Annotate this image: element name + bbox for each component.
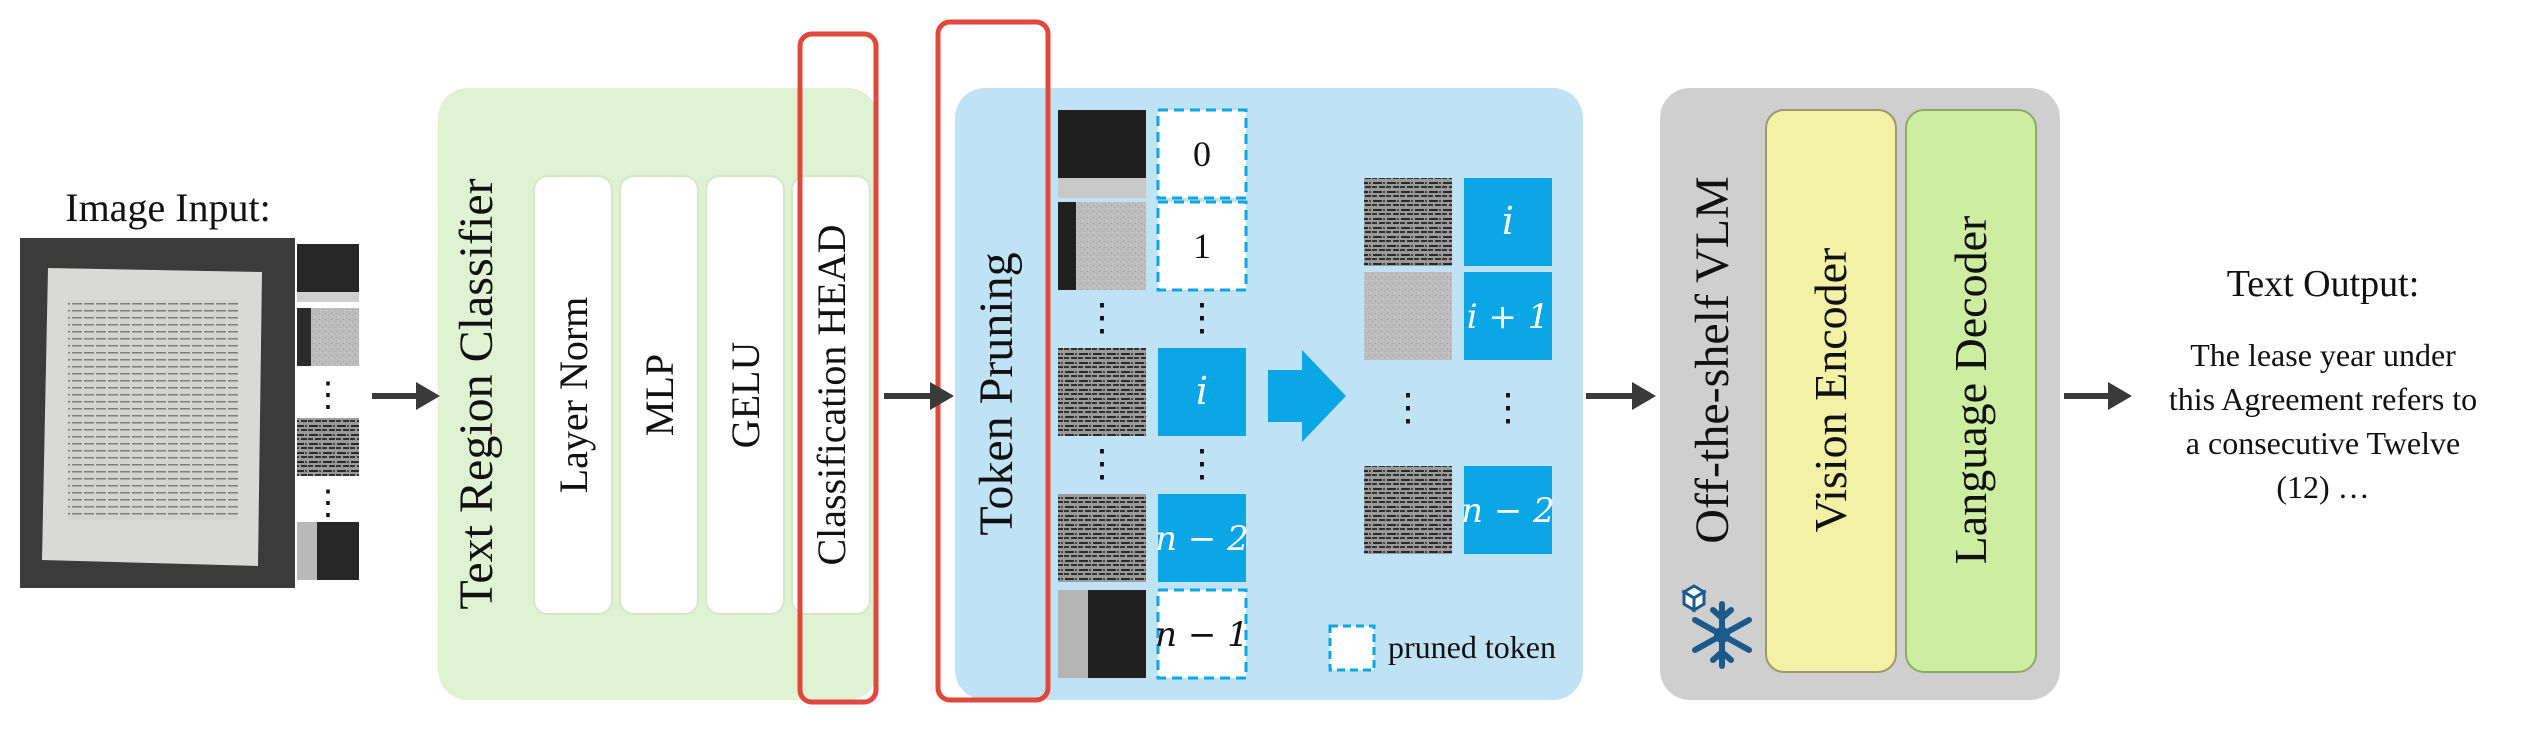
image-patch bbox=[1364, 178, 1452, 266]
image-patch bbox=[1058, 202, 1146, 290]
pruned-token-legend-label: pruned token bbox=[1388, 629, 1556, 665]
kept-token bbox=[1464, 466, 1552, 554]
classification-head-highlight bbox=[797, 31, 879, 705]
classifier-title: Text Region Classifier bbox=[450, 178, 503, 609]
mlp-block bbox=[619, 175, 699, 615]
vertical-ellipsis: ⋮ bbox=[1389, 387, 1427, 429]
right-patch-column: ⋮ bbox=[1364, 178, 1452, 554]
vertical-ellipsis: ⋮ bbox=[1489, 387, 1527, 429]
token-index: 1 bbox=[1193, 226, 1211, 266]
input-patch-column: ⋮ ⋮ bbox=[297, 244, 359, 580]
vertical-ellipsis: ⋮ bbox=[1083, 297, 1121, 339]
vertical-ellipsis: ⋮ bbox=[311, 485, 345, 522]
snowflake-icon bbox=[1692, 601, 1752, 669]
classification-head-label: Classification HEAD bbox=[809, 224, 854, 565]
mlp-label: MLP bbox=[637, 354, 682, 436]
image-patch bbox=[1364, 272, 1452, 360]
vertical-ellipsis: ⋮ bbox=[1183, 443, 1221, 485]
text-output-line: a consecutive Twelve bbox=[2186, 425, 2460, 461]
pruned-token-legend-swatch bbox=[1328, 624, 1376, 672]
vision-encoder-block bbox=[1765, 109, 1897, 673]
gelu-label: GELU bbox=[723, 342, 768, 449]
pruned-token bbox=[1156, 108, 1248, 200]
kept-token bbox=[1464, 178, 1552, 266]
flow-arrow bbox=[1586, 382, 1656, 410]
language-decoder-label: Language Decoder bbox=[1945, 216, 1996, 565]
token-index: i bbox=[1502, 199, 1514, 243]
left-patch-column: ⋮ ⋮ bbox=[1058, 110, 1146, 678]
token-index: i bbox=[1196, 369, 1208, 413]
input-document-photo bbox=[20, 238, 295, 588]
right-token-column: i i + 1 ⋮ n − 2 bbox=[1461, 178, 1555, 554]
layer-norm-block bbox=[533, 175, 613, 615]
token-index: n − 2 bbox=[1155, 519, 1249, 559]
left-token-column: 0 1 ⋮ i ⋮ n − 2 n − 1 bbox=[1155, 108, 1249, 680]
image-patch bbox=[1364, 466, 1452, 554]
patch-thumbnail bbox=[297, 244, 359, 302]
vlm-title: Off-the-shelf VLM bbox=[1686, 176, 1739, 543]
patch-thumbnail bbox=[297, 308, 359, 366]
token-pruning-highlight bbox=[935, 19, 1051, 703]
vertical-ellipsis: ⋮ bbox=[311, 377, 345, 414]
image-patch bbox=[1058, 494, 1146, 582]
text-output-line: this Agreement refers to bbox=[2169, 381, 2477, 417]
vertical-ellipsis: ⋮ bbox=[1183, 297, 1221, 339]
image-patch bbox=[1058, 110, 1146, 198]
text-output-label: Text Output: bbox=[2227, 263, 2420, 305]
token-index: n − 2 bbox=[1461, 491, 1555, 531]
gelu-block bbox=[705, 175, 785, 615]
token-index: i + 1 bbox=[1467, 297, 1550, 337]
layer-norm-label: Layer Norm bbox=[551, 297, 596, 494]
pruned-token bbox=[1156, 588, 1248, 680]
language-decoder-block bbox=[1905, 109, 2037, 673]
patch-thumbnail bbox=[297, 522, 359, 580]
image-input-label: Image Input: bbox=[65, 185, 271, 230]
kept-token bbox=[1158, 348, 1246, 436]
token-index: 0 bbox=[1193, 134, 1211, 174]
vertical-ellipsis: ⋮ bbox=[1083, 443, 1121, 485]
kept-token bbox=[1158, 494, 1246, 582]
flow-arrow bbox=[372, 382, 440, 410]
token-index: n − 1 bbox=[1155, 615, 1249, 655]
text-output-line: (12) … bbox=[2276, 469, 2369, 505]
flow-arrow bbox=[2064, 382, 2132, 410]
pruning-arrow bbox=[1268, 350, 1346, 442]
image-patch bbox=[1058, 590, 1146, 678]
kept-token bbox=[1464, 272, 1552, 360]
text-output-line: The lease year under bbox=[2190, 337, 2456, 373]
classifier-layers: Layer Norm MLP GELU Classification HEAD bbox=[533, 175, 871, 615]
pruning-title: Token Pruning bbox=[970, 252, 1023, 535]
image-patch bbox=[1058, 348, 1146, 436]
pruned-token bbox=[1156, 200, 1248, 292]
cube-icon bbox=[1681, 584, 1707, 613]
classification-head-block bbox=[791, 175, 871, 615]
flow-arrow bbox=[884, 382, 954, 410]
patch-thumbnail bbox=[297, 418, 359, 476]
vision-encoder-label: Vision Encoder bbox=[1805, 248, 1856, 533]
